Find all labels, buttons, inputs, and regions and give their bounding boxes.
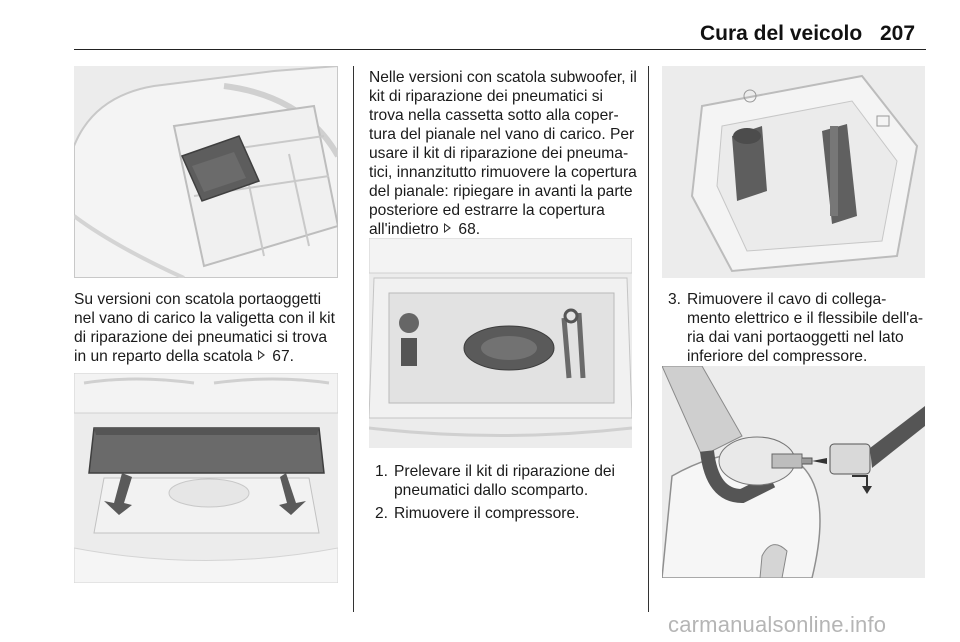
step-line: ria dai vani portaoggetti nel lato — [687, 329, 904, 346]
column-divider-left — [353, 66, 354, 612]
header-rule — [74, 49, 926, 50]
page-reference-arrow-icon — [444, 222, 453, 234]
step-number: 3. — [668, 291, 682, 308]
illustration-compressor-hose-connection — [662, 366, 925, 578]
step-line: pneumatici dallo scomparto. — [394, 482, 589, 499]
illustration-subwoofer-compartment — [369, 238, 632, 448]
paragraph-subwoofer-box-text: Nelle versioni con scatola subwoofer, il… — [369, 69, 637, 238]
step-line: inferiore del compressore. — [687, 348, 868, 365]
page-reference-number: 68. — [458, 221, 481, 238]
page-reference-arrow-icon — [257, 349, 267, 361]
page-header: Cura del veicolo 207 — [0, 0, 960, 52]
paragraph-subwoofer-box: Nelle versioni con scatola subwoofer, il… — [369, 68, 637, 239]
step-line: mento elettrico e il flessibile dell'a- — [687, 310, 924, 327]
paragraph-storage-box: Su versioni con scatola portaoggetti nel… — [74, 290, 342, 366]
step-number: 1. — [375, 463, 389, 480]
step-number: 2. — [375, 505, 389, 522]
page-number: 207 — [880, 22, 916, 45]
page-reference-number: 67. — [272, 348, 294, 365]
step-line: Rimuovere il compressore. — [394, 505, 580, 522]
step-line: Rimuovere il cavo di collega- — [687, 291, 887, 308]
step-line: Prelevare il kit di riparazione dei — [394, 463, 616, 480]
illustration-tire-repair-kit-tray — [662, 66, 925, 278]
illustration-floor-cover-removal — [74, 373, 338, 583]
paragraph-storage-box-text: Su versioni con scatola portaoggetti nel… — [74, 291, 335, 365]
column-divider-right — [648, 66, 649, 612]
section-title: Cura del veicolo — [700, 22, 863, 45]
illustration-trunk-storage-box — [74, 66, 338, 278]
watermark: carmanualsonline.info — [668, 612, 887, 637]
